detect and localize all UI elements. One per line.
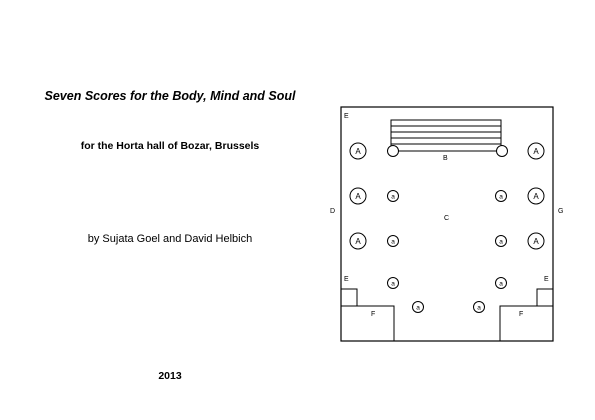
hall-outline [340, 106, 554, 342]
alcove-f-left [340, 305, 395, 342]
position-small-a-label: a [477, 305, 481, 312]
position-a: A [527, 142, 545, 160]
position-small-a-label: a [391, 281, 395, 288]
door-e-right [536, 288, 554, 307]
position-a-label: A [355, 192, 361, 201]
label-e-right: E [544, 276, 549, 283]
position-small-a-label: a [499, 194, 503, 201]
label-e-left: E [344, 276, 349, 283]
label-c: C [444, 215, 449, 222]
position-a: A [527, 232, 545, 250]
document-authors: by Sujata Goel and David Helbich [87, 233, 253, 245]
stage-right-marker [496, 145, 508, 157]
position-a: A [349, 232, 367, 250]
position-a-label: A [355, 237, 361, 246]
position-small-a: a [387, 235, 399, 247]
label-f-right: F [519, 311, 523, 318]
position-small-a: a [495, 277, 507, 289]
position-small-a-label: a [499, 239, 503, 246]
position-small-a: a [387, 190, 399, 202]
position-small-a-label: a [499, 281, 503, 288]
position-a: A [349, 142, 367, 160]
label-b: B [443, 155, 448, 162]
position-a-label: A [355, 147, 361, 156]
label-g: G [558, 208, 563, 215]
position-a-label: A [533, 192, 539, 201]
document-subtitle: for the Horta hall of Bozar, Brussels [80, 140, 260, 152]
position-small-a-label: a [416, 305, 420, 312]
position-small-a: a [495, 235, 507, 247]
position-small-a: a [495, 190, 507, 202]
position-a-label: A [533, 147, 539, 156]
label-d: D [330, 208, 335, 215]
label-e-top: E [344, 113, 349, 120]
position-a: A [349, 187, 367, 205]
label-f-left: F [371, 311, 375, 318]
position-small-a-label: a [391, 194, 395, 201]
document-title: Seven Scores for the Body, Mind and Soul [44, 89, 296, 103]
door-e-left [340, 288, 358, 307]
document-year: 2013 [158, 370, 182, 382]
stage-left-marker [387, 145, 399, 157]
stage-b [387, 119, 508, 157]
alcove-f-right [499, 305, 554, 342]
position-a: A [527, 187, 545, 205]
position-small-a: a [387, 277, 399, 289]
position-small-a: a [412, 301, 424, 313]
position-small-a: a [473, 301, 485, 313]
position-small-a-label: a [391, 239, 395, 246]
position-a-label: A [533, 237, 539, 246]
